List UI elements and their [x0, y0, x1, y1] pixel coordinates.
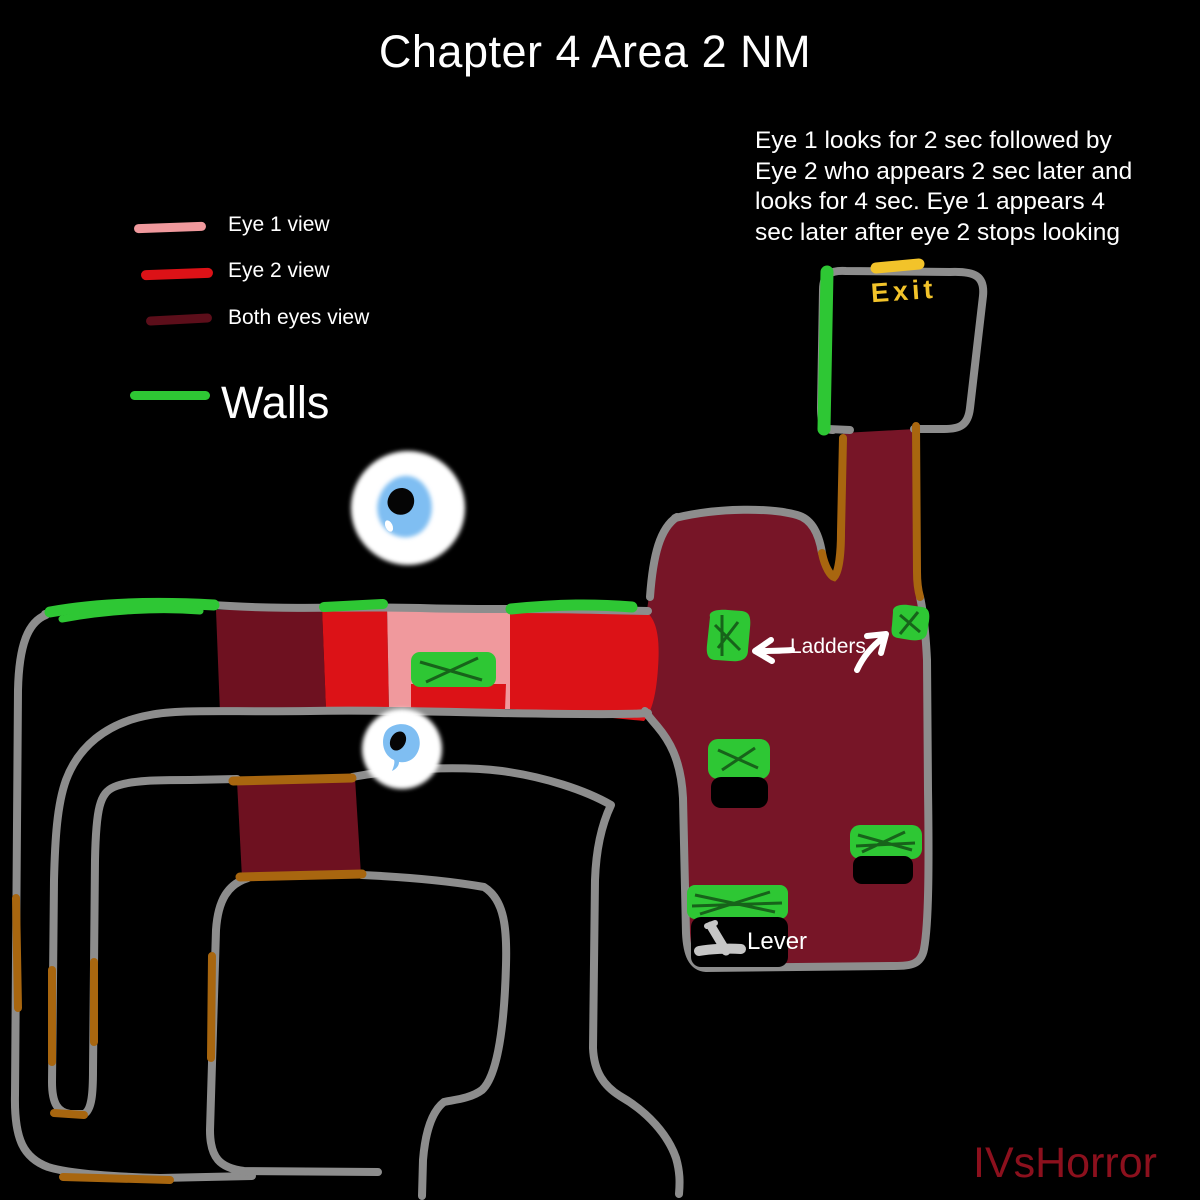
platform2-black	[711, 777, 768, 808]
wall-room-top	[671, 505, 826, 557]
green-wall-top-left	[44, 597, 220, 618]
brown-outer-bottom	[59, 1173, 174, 1184]
ladder-right-scribble	[898, 611, 921, 635]
green-wall-top-mid	[319, 599, 388, 612]
both-eyes-area-top-corridor	[216, 607, 326, 713]
eye2-area-left	[322, 605, 389, 710]
wall-passage-curve-right-leg	[348, 764, 684, 1198]
wall-pants-left-leg	[358, 871, 511, 1200]
platform2-scribble	[717, 746, 759, 772]
wall-inner-loop	[206, 874, 382, 1176]
lever-label: Lever	[747, 928, 808, 955]
legend-both-eyes-label: Both eyes view	[228, 306, 370, 329]
arrow-right-icon	[854, 631, 889, 673]
eye1-large	[351, 451, 465, 565]
platform3-black	[853, 856, 913, 884]
green-walls	[44, 265, 834, 623]
eye1-glint	[384, 520, 394, 532]
brown-segments	[12, 422, 924, 1184]
legend-walls-line	[130, 391, 210, 400]
legend-walls-label: Walls	[221, 377, 330, 428]
wall-corridor-bottom-hairpin	[48, 706, 652, 1118]
green-wall-top-right	[505, 599, 638, 615]
brown-stem-left	[818, 434, 847, 582]
watermark: IVsHorror	[973, 1139, 1157, 1187]
brown-hairpin-turn	[50, 1109, 88, 1119]
ladders-label: Ladders	[790, 635, 866, 658]
legend-eye1-label: Eye 1 view	[228, 213, 330, 236]
platforms	[411, 604, 930, 967]
eye2-patch-below-platform	[411, 684, 506, 710]
brown-stem-right	[912, 422, 924, 601]
arrow-left-icon	[752, 637, 795, 664]
platform4-scribble	[691, 890, 783, 916]
ladder-left-scribble	[713, 615, 742, 656]
brown-passage-bottom	[235, 869, 367, 882]
eye1-pupil	[387, 487, 415, 515]
brown-inner-loop	[207, 952, 216, 1062]
ladders-arrows	[752, 631, 889, 673]
exit-yellow-door-mark	[870, 258, 925, 274]
exit-label: Exit	[869, 273, 938, 309]
wall-exit-room-bottom-left-piece	[824, 425, 854, 434]
lever-icon	[694, 920, 746, 956]
both-eyes-area-lower-box	[237, 778, 361, 878]
brown-passage-top	[228, 773, 357, 786]
brown-outer-left	[12, 894, 22, 1012]
eye2-area-right	[510, 607, 659, 721]
platform-scribble	[419, 656, 483, 684]
page-title: Chapter 4 Area 2 NM	[378, 26, 812, 77]
eye2-small	[362, 709, 442, 789]
legend-eye2-label: Eye 2 view	[228, 259, 330, 282]
eye-timing-note: Eye 1 looks for 2 sec followed by Eye 2 …	[755, 127, 1133, 246]
green-wall-exit-room	[817, 265, 834, 436]
platform3-scribble	[855, 830, 916, 854]
wall-room-right-bottom	[641, 593, 933, 972]
eye2-pupil	[389, 731, 407, 751]
green-wall-top-left-double	[58, 606, 204, 623]
corridor-view-fills	[216, 429, 929, 968]
